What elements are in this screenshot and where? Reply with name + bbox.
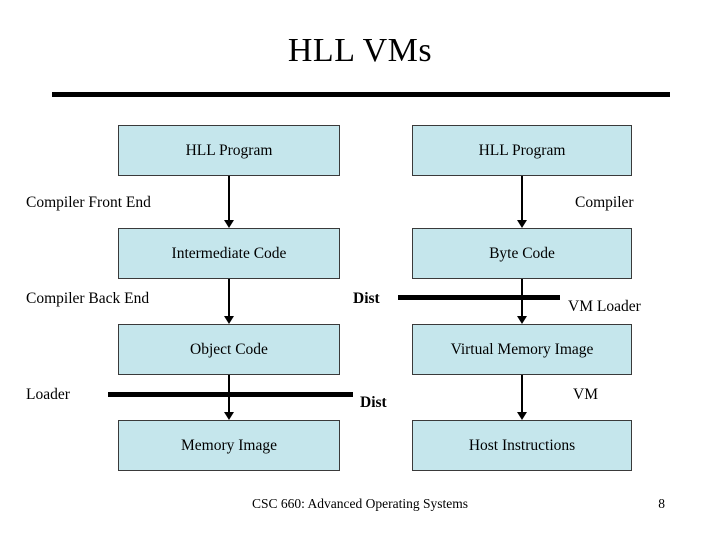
box-object-code: Object Code: [118, 324, 340, 375]
arrow-right-2-head: [517, 316, 527, 324]
label-dist-upper: Dist: [353, 290, 380, 307]
arrow-right-1-head: [517, 220, 527, 228]
arrow-left-3-head: [224, 412, 234, 420]
label-compiler-back-end: Compiler Back End: [26, 290, 150, 307]
page-number: 8: [658, 496, 665, 511]
box-byte-code: Byte Code: [412, 228, 632, 279]
box-virtual-memory-image: Virtual Memory Image: [412, 324, 632, 375]
label-dist-lower: Dist: [360, 394, 387, 411]
label-loader: Loader: [26, 386, 70, 403]
title-divider: [52, 92, 670, 97]
box-label: Host Instructions: [468, 436, 576, 454]
box-label: Byte Code: [489, 244, 555, 262]
box-hll-program-left: HLL Program: [118, 125, 340, 176]
arrow-right-1-line: [521, 176, 523, 221]
dist-bar-lower: [108, 392, 353, 397]
label-compiler-front-end: Compiler Front End: [26, 194, 151, 211]
page-title: HLL VMs: [287, 32, 433, 69]
arrow-left-1-head: [224, 220, 234, 228]
arrow-left-2-line: [228, 279, 230, 317]
box-label: Object Code: [190, 340, 268, 358]
arrow-right-3-head: [517, 412, 527, 420]
label-vm-loader: VM Loader: [568, 298, 641, 315]
box-label: Memory Image: [181, 436, 277, 454]
box-memory-image: Memory Image: [118, 420, 340, 471]
arrow-left-2-head: [224, 316, 234, 324]
box-hll-program-right: HLL Program: [412, 125, 632, 176]
box-label: HLL Program: [185, 141, 273, 159]
arrow-left-1-line: [228, 176, 230, 221]
box-host-instructions: Host Instructions: [412, 420, 632, 471]
label-compiler: Compiler: [575, 194, 634, 211]
box-label: HLL Program: [478, 141, 566, 159]
label-vm: VM: [573, 386, 598, 403]
slide-footer: CSC 660: Advanced Operating Systems: [252, 496, 468, 511]
dist-bar-upper: [398, 295, 560, 300]
box-intermediate-code: Intermediate Code: [118, 228, 340, 279]
box-label: Virtual Memory Image: [450, 340, 594, 358]
box-label: Intermediate Code: [171, 244, 287, 262]
arrow-right-3-line: [521, 375, 523, 413]
